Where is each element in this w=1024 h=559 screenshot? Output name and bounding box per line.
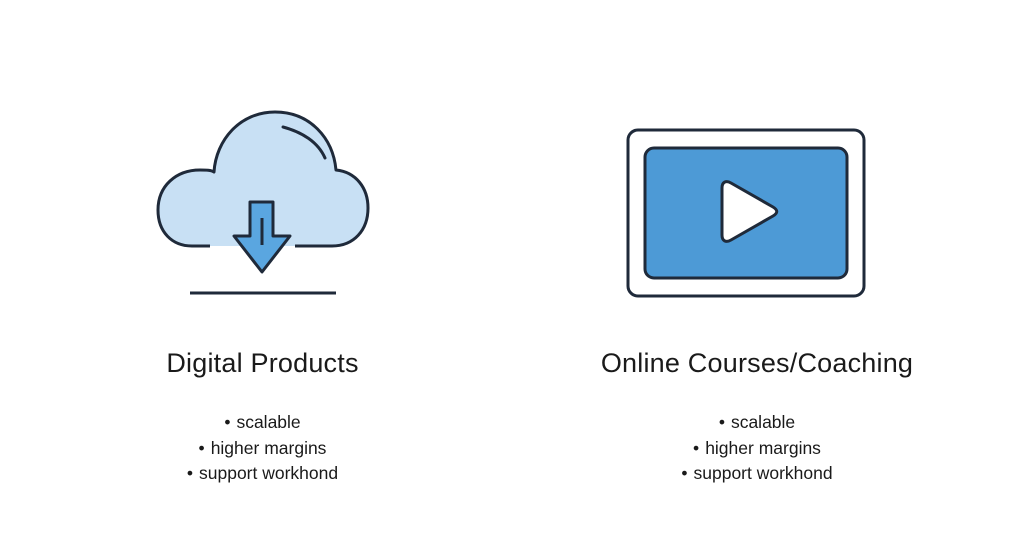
bullet-item: support workhond <box>0 461 525 487</box>
digital-products-title: Digital Products <box>166 348 359 378</box>
cloud-download-icon <box>156 110 370 295</box>
bullet-item: scalable <box>0 410 525 436</box>
digital-products-panel: Digital Products scalable higher margins… <box>0 0 525 559</box>
video-play-icon <box>626 128 866 298</box>
bullet-item: scalable <box>490 410 1024 436</box>
online-courses-bullets: scalable higher margins support workhond <box>490 410 1024 487</box>
online-courses-title: Online Courses/Coaching <box>600 348 914 378</box>
bullet-item: higher margins <box>0 436 525 462</box>
online-courses-panel: Online Courses/Coaching scalable higher … <box>490 0 1024 559</box>
digital-products-bullets: scalable higher margins support workhond <box>0 410 525 487</box>
bullet-item: higher margins <box>490 436 1024 462</box>
bullet-item: support workhond <box>490 461 1024 487</box>
